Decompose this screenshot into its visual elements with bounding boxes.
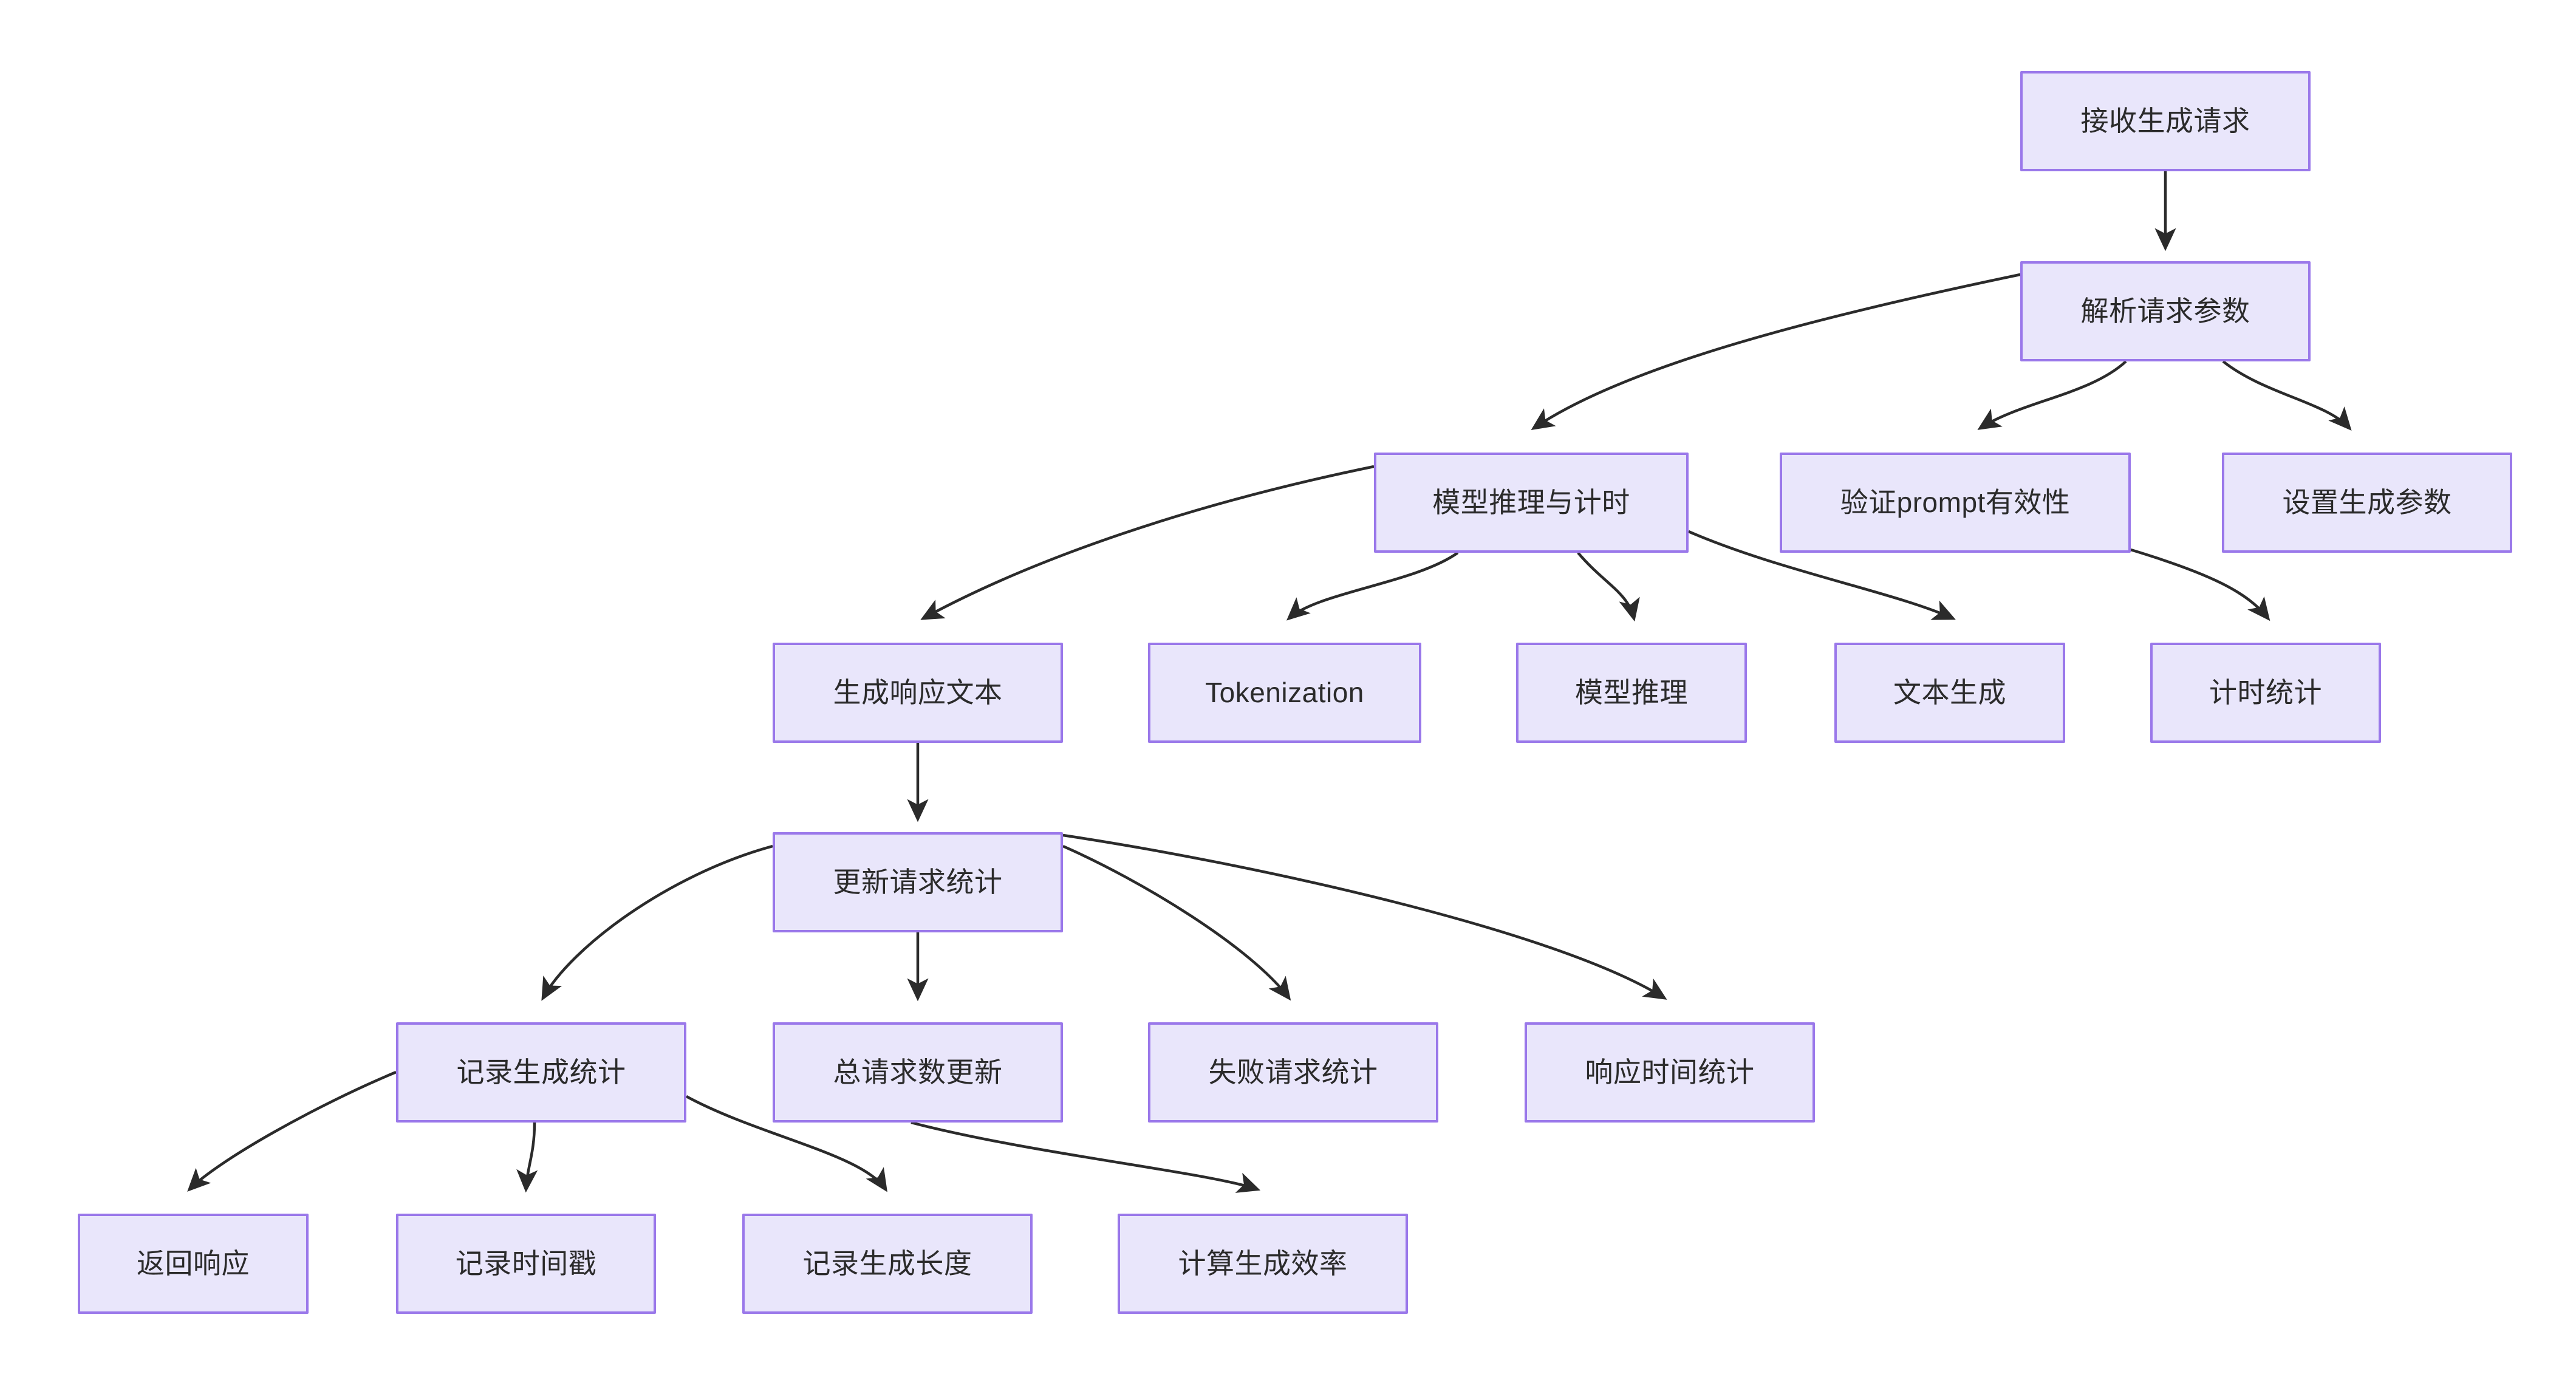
flowchart-node-label: 验证prompt有效性 bbox=[1840, 486, 2071, 518]
flowchart-node-n10[interactable]: 计时统计 bbox=[2150, 643, 2381, 743]
flowchart-node-label: 文本生成 bbox=[1893, 676, 2006, 708]
edge-n2-n4 bbox=[1977, 360, 2127, 430]
edge-n2-n5 bbox=[2222, 360, 2352, 431]
flowchart-node-n7[interactable]: Tokenization bbox=[1148, 643, 1421, 743]
edge-n11-n14 bbox=[1062, 844, 1291, 1001]
flowchart-node-n16[interactable]: 返回响应 bbox=[78, 1214, 309, 1314]
flowchart-node-n8[interactable]: 模型推理 bbox=[1516, 643, 1747, 743]
edge-n12-n17 bbox=[516, 1122, 538, 1193]
flowchart-node-n11[interactable]: 更新请求统计 bbox=[773, 832, 1063, 932]
flowchart-node-label: 响应时间统计 bbox=[1585, 1056, 1755, 1088]
flowchart-node-label: 生成响应文本 bbox=[833, 676, 1003, 708]
flowchart-node-n19[interactable]: 计算生成效率 bbox=[1118, 1214, 1408, 1314]
flowchart-node-n14[interactable]: 失败请求统计 bbox=[1148, 1022, 1438, 1123]
edge-n3-n6 bbox=[920, 465, 1375, 620]
flowchart-node-label: 设置生成参数 bbox=[2282, 486, 2452, 518]
flowchart-node-label: 接收生成请求 bbox=[2080, 104, 2250, 137]
flowchart-node-label: 计算生成效率 bbox=[1178, 1247, 1348, 1279]
flowchart-node-label: 总请求数更新 bbox=[833, 1056, 1003, 1088]
flowchart-node-label: 更新请求统计 bbox=[833, 866, 1003, 898]
flowchart-node-label: 失败请求统计 bbox=[1208, 1056, 1378, 1088]
flowchart-node-n17[interactable]: 记录时间戳 bbox=[396, 1214, 656, 1314]
flowchart-node-n5[interactable]: 设置生成参数 bbox=[2222, 453, 2512, 553]
flowchart-node-label: 计时统计 bbox=[2209, 676, 2322, 708]
flowchart-node-label: 解析请求参数 bbox=[2080, 295, 2250, 327]
flowchart-node-label: 返回响应 bbox=[137, 1247, 250, 1279]
flowchart-node-n13[interactable]: 总请求数更新 bbox=[773, 1022, 1063, 1123]
flowchart-node-label: Tokenization bbox=[1205, 676, 1364, 708]
flowchart-node-n2[interactable]: 解析请求参数 bbox=[2020, 261, 2311, 361]
flowchart-node-label: 记录时间戳 bbox=[455, 1247, 597, 1279]
flowchart-node-label: 记录生成长度 bbox=[802, 1247, 972, 1279]
flowchart-node-n18[interactable]: 记录生成长度 bbox=[742, 1214, 1033, 1314]
flowchart-node-n12[interactable]: 记录生成统计 bbox=[396, 1022, 686, 1123]
edge-n4-n10 bbox=[2130, 548, 2270, 621]
flowchart-node-n9[interactable]: 文本生成 bbox=[1834, 643, 2065, 743]
flowchart-node-n3[interactable]: 模型推理与计时 bbox=[1374, 453, 1689, 553]
flowchart-node-n1[interactable]: 接收生成请求 bbox=[2020, 71, 2311, 171]
edge-n11-n15 bbox=[1062, 833, 1667, 1000]
edge-n2-n3 bbox=[1531, 273, 2021, 431]
flowchart-node-n15[interactable]: 响应时间统计 bbox=[1525, 1022, 1815, 1123]
edge-n12-n16 bbox=[187, 1070, 397, 1192]
edge-n3-n8 bbox=[1577, 552, 1640, 622]
edge-n11-n12 bbox=[541, 844, 773, 1001]
edge-n3-n7 bbox=[1286, 552, 1459, 621]
flowchart-node-label: 模型推理 bbox=[1575, 676, 1688, 708]
flowchart-node-n4[interactable]: 验证prompt有效性 bbox=[1780, 453, 2131, 553]
flowchart-node-label: 记录生成统计 bbox=[456, 1056, 626, 1088]
flowchart-node-n6[interactable]: 生成响应文本 bbox=[773, 643, 1063, 743]
edge-n13-n19 bbox=[910, 1121, 1261, 1193]
flowchart-node-label: 模型推理与计时 bbox=[1432, 486, 1630, 518]
